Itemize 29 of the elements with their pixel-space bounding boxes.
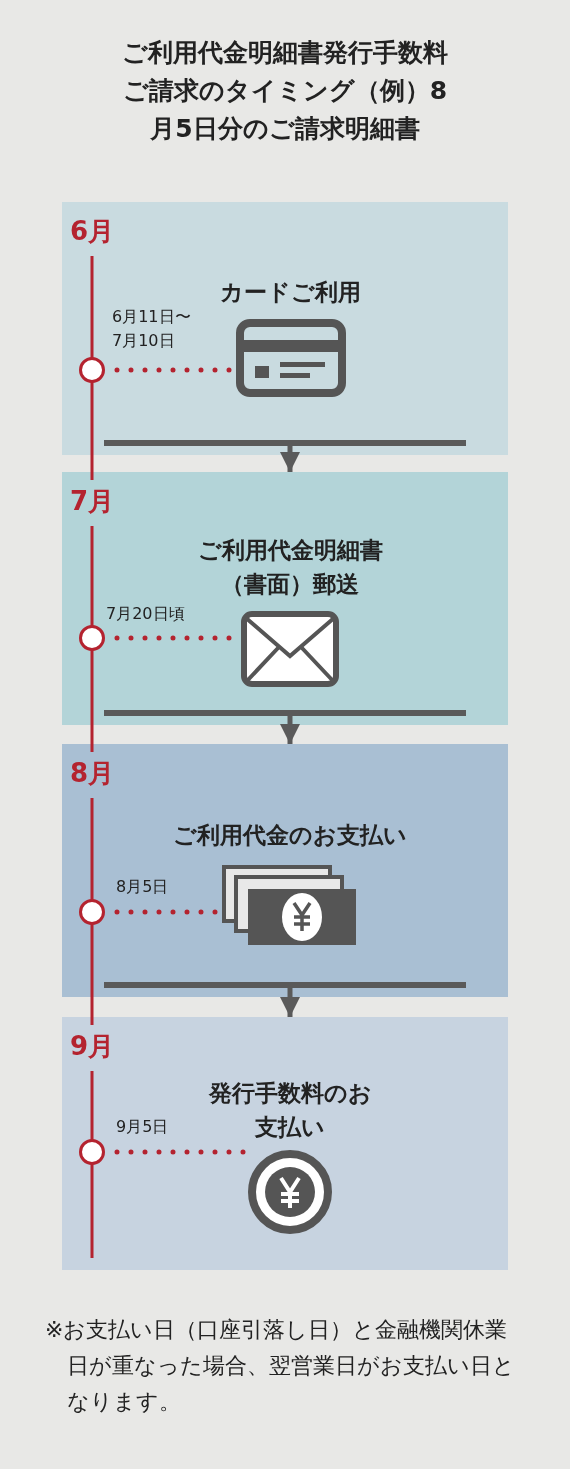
month-panel bbox=[62, 472, 508, 725]
timeline-marker bbox=[79, 1139, 105, 1165]
envelope-icon bbox=[240, 610, 340, 688]
step-heading: カードご利用 bbox=[218, 278, 362, 307]
step-heading: 発行手数料のお支払い bbox=[207, 1079, 373, 1142]
month-label: 8月 bbox=[70, 757, 115, 790]
yen-coin-icon bbox=[248, 1150, 332, 1234]
month-panel bbox=[62, 202, 508, 455]
timeline-marker bbox=[79, 899, 105, 925]
timeline-marker bbox=[79, 357, 105, 383]
arrow bbox=[280, 446, 300, 472]
month-label: 7月 bbox=[70, 485, 115, 518]
banknotes-icon bbox=[222, 865, 358, 947]
credit-card-icon bbox=[235, 318, 347, 398]
title: ご利用代金明細書発行手数料ご請求のタイミング（例）8月5日分のご請求明細書 bbox=[121, 37, 449, 145]
month-label: 9月 bbox=[70, 1030, 115, 1063]
step-heading: ご利用代金明細書（書面）郵送 bbox=[196, 536, 384, 599]
arrow bbox=[280, 988, 300, 1017]
date-label: 9月5日 bbox=[116, 1116, 170, 1138]
month-panel bbox=[62, 1017, 508, 1270]
month-panel bbox=[62, 744, 508, 997]
month-label: 6月 bbox=[70, 215, 115, 248]
date-label: 8月5日 bbox=[116, 876, 170, 898]
step-heading: ご利用代金のお支払い bbox=[172, 821, 408, 850]
date-label: 7月20日頃 bbox=[106, 603, 186, 625]
arrow bbox=[280, 716, 300, 744]
date-label: 6月11日〜7月10日 bbox=[112, 306, 192, 352]
timeline-marker bbox=[79, 625, 105, 651]
footnote: ※お支払い日（口座引落し日）と金融機関休業日が重なった場合、翌営業日がお支払い日となります。 bbox=[45, 1316, 515, 1416]
